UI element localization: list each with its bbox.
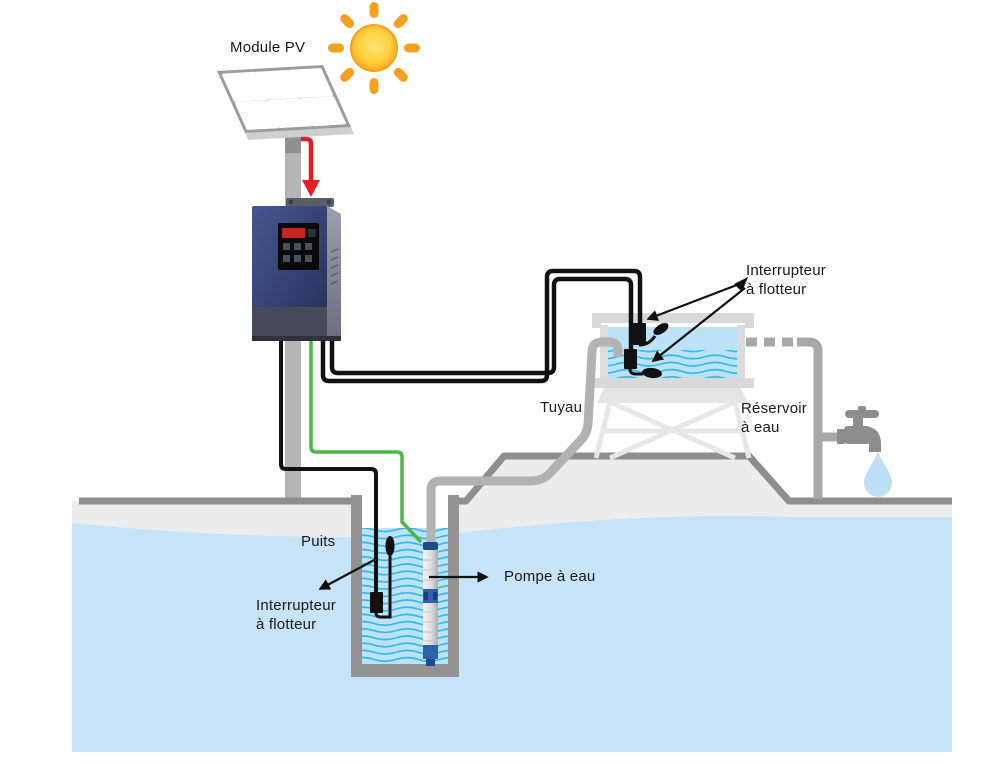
dc-arrow	[301, 136, 320, 197]
tank-tower	[593, 399, 752, 461]
label-pipe: Tuyau	[540, 399, 583, 416]
submersible-pump-icon	[423, 542, 438, 666]
pv-panel-icon	[217, 65, 354, 140]
label-reservoir: Réservoir à eau	[741, 400, 807, 437]
label-module-pv: Module PV	[230, 39, 306, 56]
tank-float-cables	[320, 268, 643, 384]
well-float-cable	[279, 341, 395, 619]
annotation-arrows	[318, 277, 748, 590]
well	[351, 495, 459, 677]
label-well-float-switch: Interrupteur à flotteur	[256, 597, 336, 634]
sun-icon	[328, 2, 420, 94]
label-pump: Pompe à eau	[504, 568, 596, 585]
tank-lid	[592, 313, 754, 323]
label-tank-float-switch: Interrupteur à flotteur	[746, 262, 826, 299]
inverter-icon	[252, 198, 341, 341]
groundwater	[72, 516, 952, 752]
float-switch-icon	[385, 536, 395, 556]
label-well: Puits	[301, 533, 336, 550]
water-pipe	[426, 337, 623, 549]
float-switch-icon	[653, 323, 669, 335]
terrain	[72, 452, 952, 752]
tank-float-switches	[624, 323, 669, 379]
pump-cable	[309, 341, 423, 544]
faucet-icon	[837, 406, 881, 452]
water-drop-icon	[864, 452, 892, 497]
water-tank-icon	[592, 313, 754, 461]
float-switch-icon	[642, 367, 662, 379]
